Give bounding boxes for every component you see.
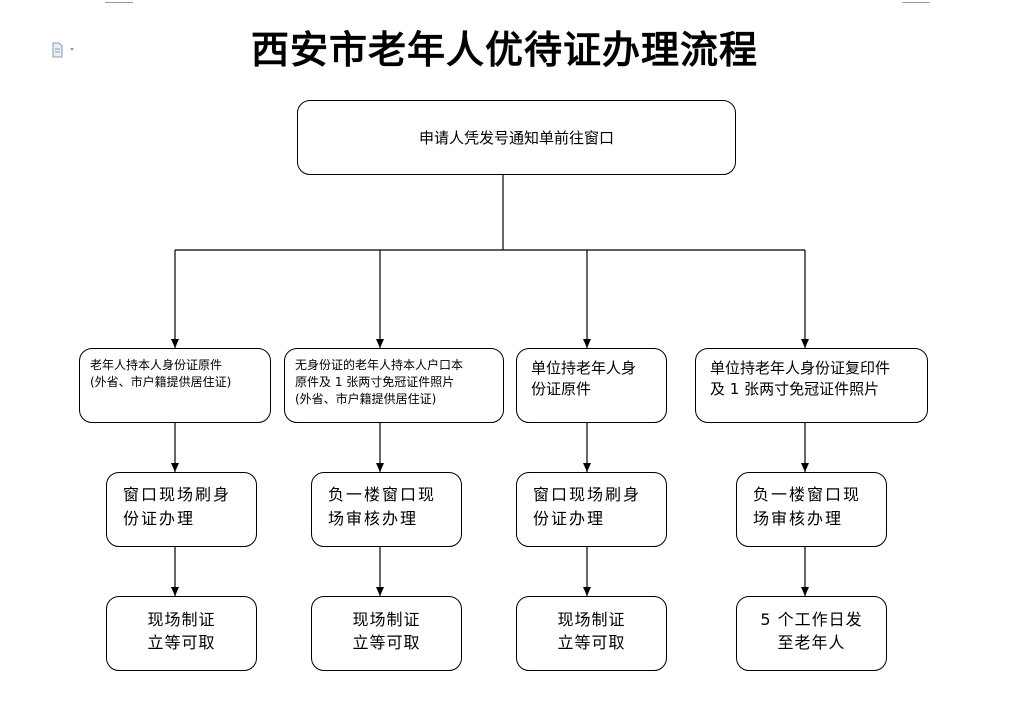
result-node: 5 个工作日发 至老年人 bbox=[736, 596, 887, 671]
condition-node: 无身份证的老年人持本人户口本 原件及 1 张两寸免冠证件照片 (外省、市户籍提供… bbox=[284, 348, 504, 423]
condition-node: 老年人持本人身份证原件 (外省、市户籍提供居住证) bbox=[79, 348, 271, 423]
result-node: 现场制证 立等可取 bbox=[106, 596, 257, 671]
condition-node: 单位持老年人身份证复印件 及 1 张两寸免冠证件照片 bbox=[695, 348, 928, 423]
process-node: 负一楼窗口现 场审核办理 bbox=[736, 472, 887, 547]
condition-node: 单位持老年人身 份证原件 bbox=[516, 348, 667, 423]
page-corner-mark-right bbox=[902, 0, 930, 3]
process-node: 窗口现场刷身 份证办理 bbox=[106, 472, 257, 547]
page-title: 西安市老年人优待证办理流程 bbox=[250, 27, 758, 72]
process-node: 负一楼窗口现 场审核办理 bbox=[311, 472, 462, 547]
result-node: 现场制证 立等可取 bbox=[311, 596, 462, 671]
process-node: 窗口现场刷身 份证办理 bbox=[516, 472, 667, 547]
document-icon bbox=[52, 42, 74, 58]
start-node: 申请人凭发号通知单前往窗口 bbox=[297, 100, 736, 175]
result-node: 现场制证 立等可取 bbox=[516, 596, 667, 671]
page-corner-mark-left bbox=[105, 0, 133, 3]
